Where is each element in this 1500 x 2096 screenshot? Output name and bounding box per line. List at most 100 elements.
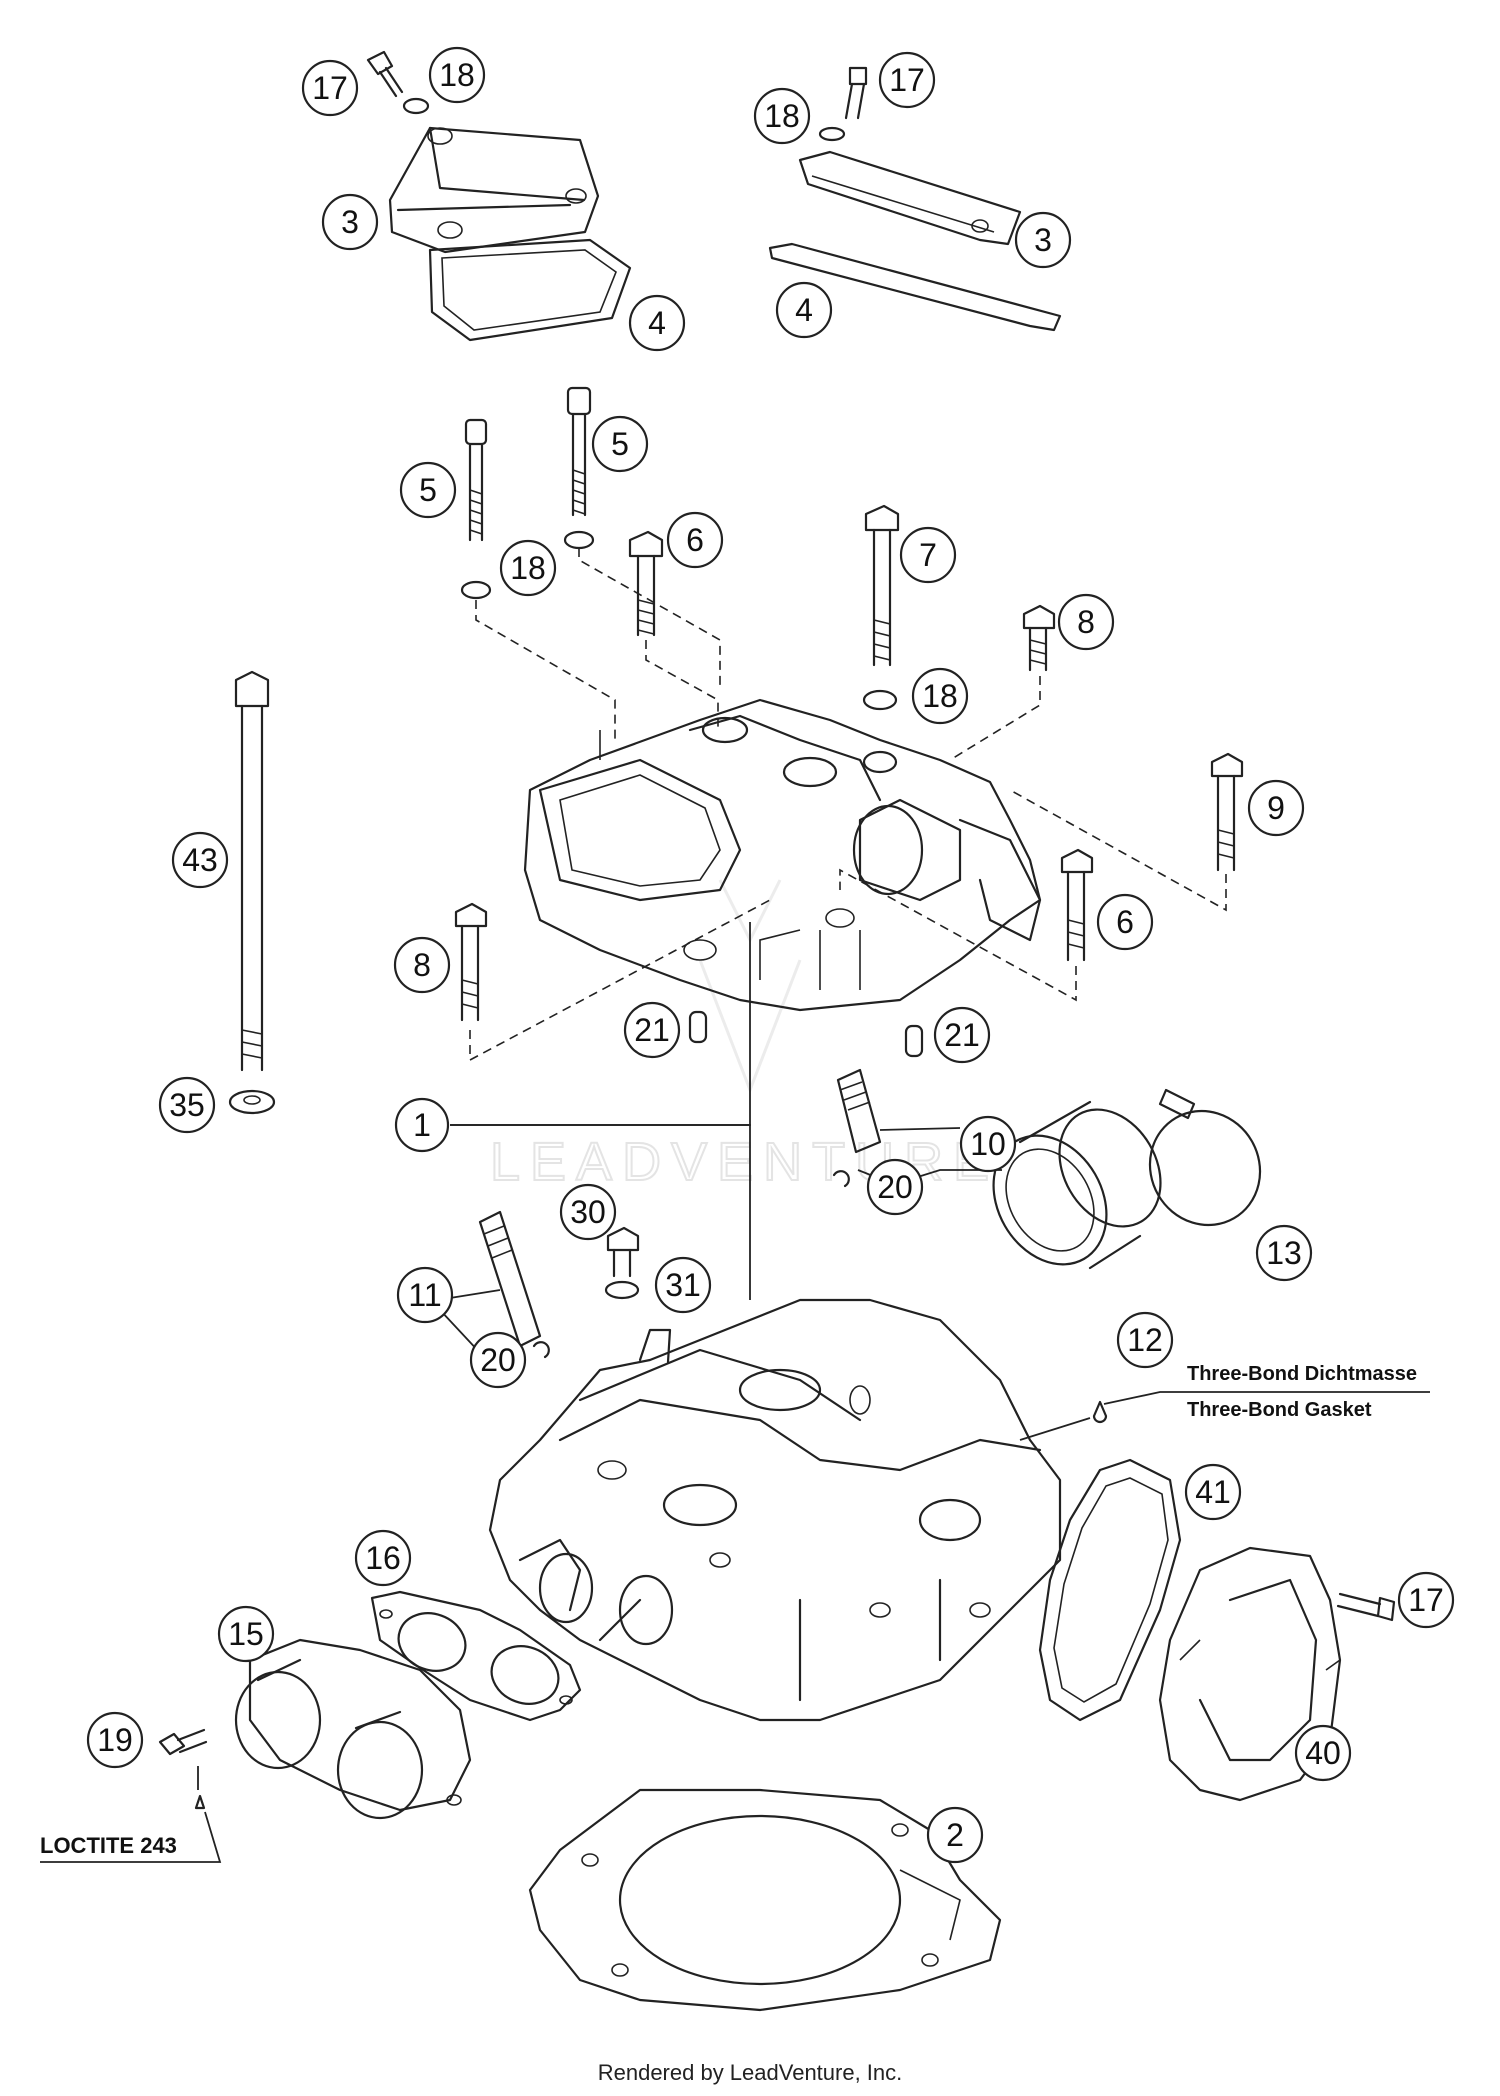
callout-20-lower: 20 <box>469 1331 527 1389</box>
assembly-dashed-lines <box>469 548 1227 1062</box>
callout-9: 9 <box>1247 779 1305 837</box>
bolt-6-lower <box>1060 848 1094 962</box>
callout-15: 15 <box>217 1605 275 1663</box>
svg-text:30: 30 <box>570 1194 606 1230</box>
bolt-30 <box>606 1226 640 1278</box>
svg-text:31: 31 <box>665 1267 701 1303</box>
valve-guide-10 <box>836 1068 882 1154</box>
loctite-drop <box>194 1794 206 1810</box>
svg-text:3: 3 <box>341 204 359 240</box>
callout-21-left: 21 <box>623 1001 681 1059</box>
bolt-17-top-left <box>366 50 404 98</box>
svg-text:9: 9 <box>1267 790 1285 826</box>
valve-cover-right <box>798 150 1022 246</box>
callout-8-upper: 8 <box>1057 593 1115 651</box>
svg-text:6: 6 <box>1116 904 1134 940</box>
callout-4-left: 4 <box>628 294 686 352</box>
note-loctite: LOCTITE 243 <box>40 1833 177 1858</box>
svg-text:43: 43 <box>182 842 218 878</box>
washer-18-right <box>862 689 898 711</box>
bolt-17-right <box>1336 1592 1396 1622</box>
svg-text:20: 20 <box>877 1169 913 1205</box>
callout-18-top-right: 18 <box>753 87 811 145</box>
bolt-8-upper <box>1022 604 1056 672</box>
clip-20-lower <box>532 1341 550 1359</box>
callout-18-top-left: 18 <box>428 46 486 104</box>
valve-cover-gasket-right <box>768 242 1062 332</box>
svg-text:8: 8 <box>1077 604 1095 640</box>
intake-boot-12 <box>992 1100 1162 1270</box>
svg-text:4: 4 <box>648 305 666 341</box>
svg-text:5: 5 <box>419 472 437 508</box>
bolt-6-upper <box>628 530 664 637</box>
bolt-5-left <box>464 418 488 542</box>
washer-35 <box>228 1089 276 1115</box>
callout-31: 31 <box>654 1256 712 1314</box>
svg-text:18: 18 <box>922 678 958 714</box>
svg-text:10: 10 <box>970 1126 1006 1162</box>
svg-text:18: 18 <box>764 98 800 134</box>
svg-text:16: 16 <box>365 1540 401 1576</box>
leader-loctite <box>40 1766 222 1863</box>
callout-6-lower: 6 <box>1096 893 1154 951</box>
washer-18-top-left <box>402 97 430 115</box>
callout-18-right: 18 <box>911 667 969 725</box>
callout-12: 12 <box>1116 1311 1174 1369</box>
svg-text:11: 11 <box>408 1277 441 1313</box>
side-cover-40 <box>1158 1546 1342 1802</box>
bolt-5-middle <box>566 386 592 517</box>
callout-1: 1 <box>394 1097 450 1153</box>
note-three-bond-dichtmasse: Three-Bond Dichtmasse <box>1187 1363 1417 1385</box>
callout-41: 41 <box>1184 1463 1242 1521</box>
leader-three-bond <box>1103 1391 1430 1405</box>
callout-13: 13 <box>1255 1224 1313 1282</box>
svg-text:18: 18 <box>510 550 546 586</box>
bolt-19 <box>158 1728 208 1756</box>
callout-19: 19 <box>86 1711 144 1769</box>
svg-text:35: 35 <box>169 1087 205 1123</box>
svg-text:41: 41 <box>1195 1474 1231 1510</box>
svg-text:7: 7 <box>919 537 937 573</box>
svg-text:18: 18 <box>439 57 475 93</box>
svg-text:19: 19 <box>97 1722 133 1758</box>
callout-5-left: 5 <box>399 461 457 519</box>
svg-text:20: 20 <box>480 1342 516 1378</box>
bolt-9 <box>1210 752 1244 872</box>
callout-2: 2 <box>926 1806 984 1864</box>
cylinder-head <box>488 1298 1062 1722</box>
three-bond-drop <box>1092 1400 1108 1424</box>
svg-text:13: 13 <box>1266 1235 1302 1271</box>
callout-30: 30 <box>559 1183 617 1241</box>
svg-text:2: 2 <box>946 1817 964 1853</box>
exhaust-gasket-16 <box>370 1590 582 1722</box>
callout-35: 35 <box>158 1076 216 1134</box>
svg-text:1: 1 <box>413 1107 431 1143</box>
callout-10: 10 <box>959 1115 1017 1173</box>
callout-3-right: 3 <box>1014 211 1072 269</box>
leader-1-head <box>450 1124 751 1300</box>
callout-5-right: 5 <box>591 415 649 473</box>
note-three-bond-gasket: Three-Bond Gasket <box>1187 1399 1372 1421</box>
washer-31 <box>604 1280 640 1300</box>
svg-text:5: 5 <box>611 426 629 462</box>
head-gasket-2 <box>528 1788 1002 2012</box>
svg-text:8: 8 <box>413 947 431 983</box>
washer-18-left <box>460 580 492 600</box>
bolt-17-top-right <box>844 66 868 120</box>
valve-cover-left <box>388 126 600 254</box>
leader-three-bond-to-head <box>1019 1417 1091 1441</box>
svg-text:4: 4 <box>795 292 813 328</box>
long-bolt-43 <box>234 670 270 1072</box>
callout-20-upper: 20 <box>866 1158 924 1216</box>
svg-text:21: 21 <box>944 1017 980 1053</box>
callout-8-lower: 8 <box>393 936 451 994</box>
footer-rendered-by: Rendered by LeadVenture, Inc. <box>598 2060 903 2085</box>
callout-21-right: 21 <box>933 1006 991 1064</box>
valve-guide-11 <box>478 1210 542 1348</box>
callout-7: 7 <box>899 526 957 584</box>
svg-text:17: 17 <box>312 70 348 106</box>
svg-text:12: 12 <box>1127 1322 1163 1358</box>
callout-17-top-right: 17 <box>878 51 936 109</box>
callout-43: 43 <box>171 831 229 889</box>
svg-text:3: 3 <box>1034 222 1052 258</box>
